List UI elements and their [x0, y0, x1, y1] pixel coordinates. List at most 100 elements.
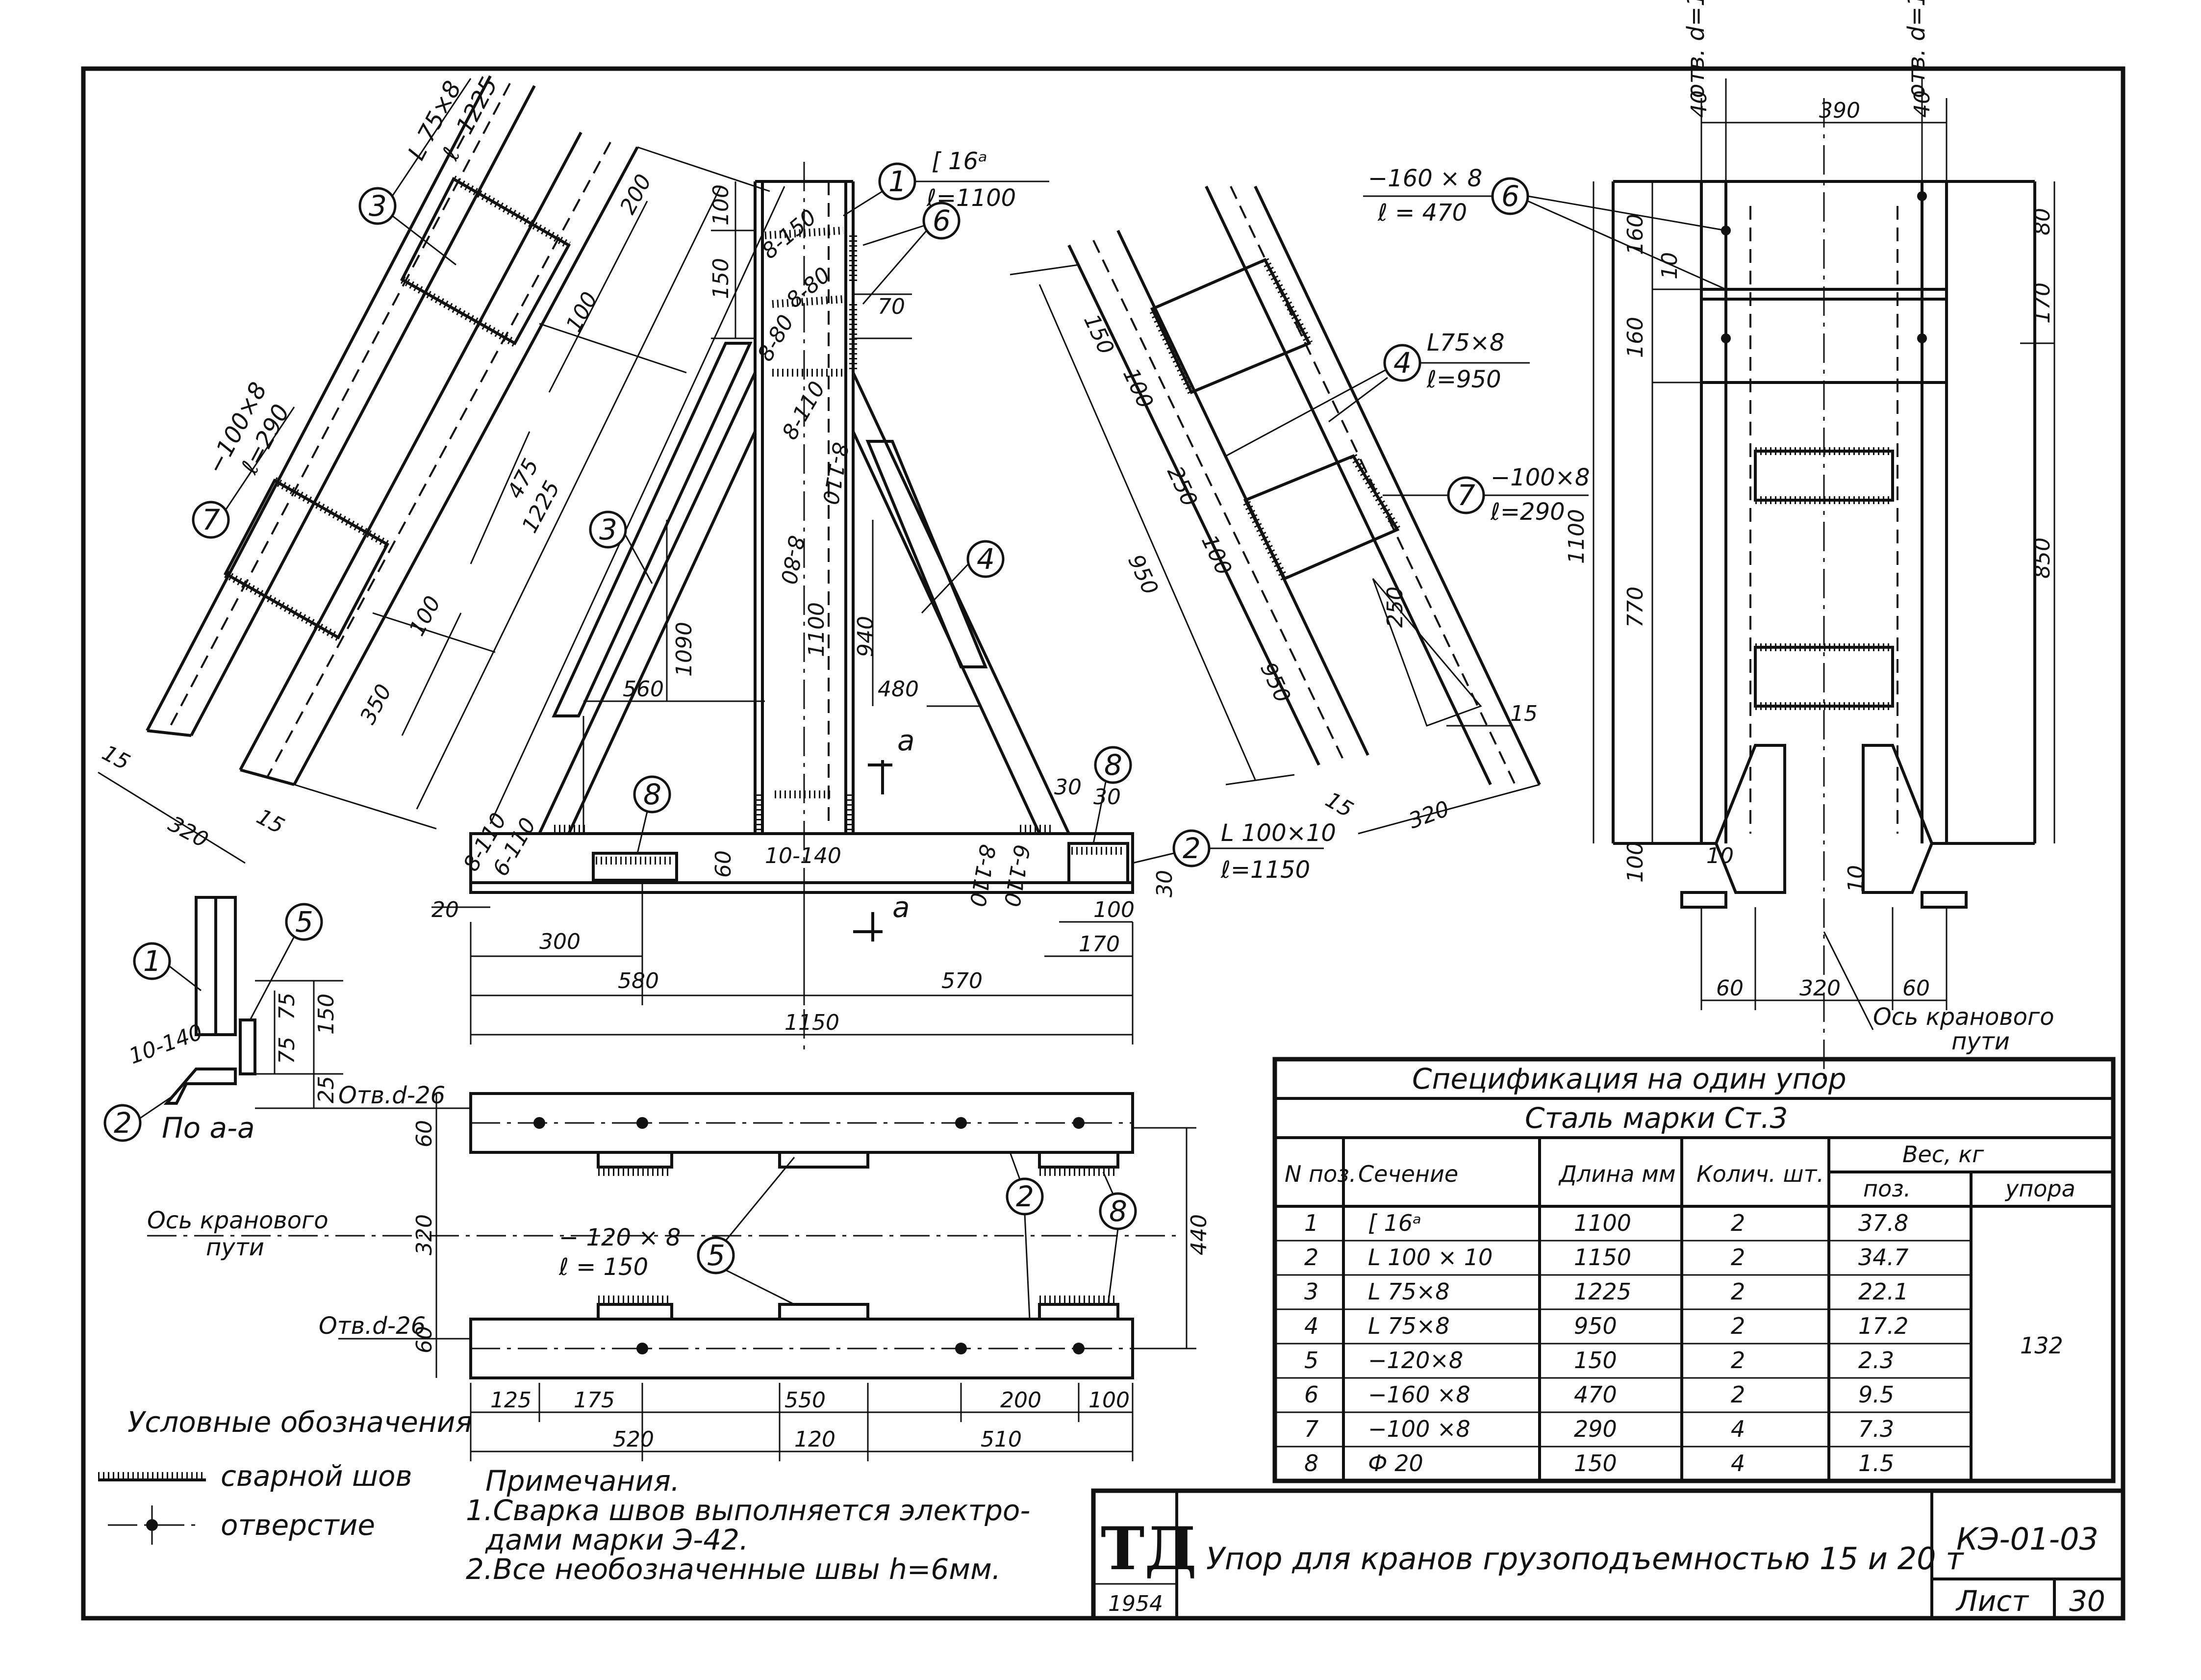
- weld-6-110b: 6-110: [999, 842, 1034, 909]
- weld-8-80a: 8-80: [782, 262, 835, 313]
- spec-row: 1 [ 16ᵃ 1100 2 37.8: [1304, 1210, 1908, 1236]
- p6-len: ℓ = 470: [1377, 199, 1467, 227]
- dim-250-r: 250: [1162, 462, 1202, 510]
- p4-len: ℓ=950: [1426, 366, 1501, 393]
- dim-770: 770: [1623, 586, 1648, 628]
- spec-cell-n: 1: [1304, 1210, 1318, 1236]
- hole-label-1: отв. d=17: [1682, 0, 1710, 98]
- p7b-len: ℓ=290: [1490, 498, 1565, 526]
- section-mark-bottom: а: [892, 891, 910, 924]
- spec-table: Спецификация на один упор Сталь марки Ст…: [1272, 1057, 2116, 1483]
- callout-7a: 7: [202, 503, 220, 536]
- title-code: КЭ-01-03: [1956, 1521, 2099, 1557]
- view-main-front: а а 100 150 70 1100 940 1090 560 480 20 …: [431, 148, 1336, 1049]
- dim-10-s2: 10: [1706, 843, 1734, 868]
- weld-8-110a: 8-110: [777, 377, 830, 444]
- spec-cell-sec: L 75×8: [1368, 1313, 1450, 1339]
- spec-cell-sec: L 75×8: [1368, 1278, 1450, 1305]
- legend: Условные обозначения сварной шов отверст…: [98, 1405, 472, 1545]
- spec-cell-w: 7.3: [1858, 1416, 1894, 1442]
- dim-580: 580: [618, 968, 659, 993]
- dim-320-r: 320: [1405, 796, 1452, 834]
- spec-row: 8 Ф 20 150 4 1.5: [1304, 1450, 1894, 1476]
- dim-100-col: 100: [708, 184, 734, 226]
- callout-8a: 8: [643, 778, 661, 811]
- callout-2-plan: 2: [1016, 1180, 1034, 1213]
- dim-250-r2: 250: [1383, 586, 1408, 628]
- callout-3a: 3: [369, 189, 387, 223]
- spec-cell-w: 22.1: [1858, 1278, 1908, 1305]
- spec-cell-qty: 4: [1731, 1416, 1745, 1442]
- dim-25-aa: 25: [314, 1076, 339, 1103]
- p2-label: L 100×10: [1221, 819, 1336, 847]
- spec-cell-n: 2: [1304, 1244, 1318, 1271]
- note-2: 2.Все необозначенные швы h=6мм.: [466, 1553, 1001, 1586]
- spec-h-weight: Вес, кг: [1902, 1141, 1984, 1168]
- dim-350: 350: [355, 680, 397, 728]
- spec-cell-qty: 2: [1731, 1244, 1745, 1271]
- spec-cell-n: 4: [1304, 1313, 1318, 1339]
- view-right-brace: 150 100 250 100 950 950 250 15 15 320 4 …: [1010, 185, 1590, 835]
- p7b-label: −100×8: [1491, 464, 1590, 491]
- dim-125: 125: [490, 1388, 531, 1413]
- title-logo: ТД: [1101, 1514, 1197, 1583]
- dim-120: 120: [794, 1427, 835, 1452]
- p4-label: L75×8: [1427, 329, 1505, 356]
- dim-320-p: 320: [412, 1214, 437, 1255]
- spec-h-pos: N поз.: [1285, 1161, 1356, 1187]
- dim-150-r: 150: [1079, 310, 1119, 358]
- title-year: 1954: [1108, 1591, 1163, 1616]
- dim-100-r1: 100: [1118, 364, 1158, 412]
- callout-2-aa: 2: [114, 1106, 132, 1140]
- dim-170-s: 170: [2030, 282, 2055, 324]
- dim-60-s1: 60: [1716, 976, 1744, 1001]
- spec-row: 3 L 75×8 1225 2 22.1: [1304, 1278, 1908, 1305]
- legend-hole: отверстие: [221, 1508, 375, 1542]
- dim-75-aa2: 75: [275, 1037, 300, 1064]
- view-side: 40 390 40 отв. d=17 отв. d=17 160 10 160…: [1363, 0, 2055, 1079]
- spec-row: 2 L 100 × 10 1150 2 34.7: [1304, 1244, 1908, 1271]
- spec-cell-n: 5: [1304, 1347, 1318, 1374]
- spec-total: 132: [2020, 1332, 2063, 1359]
- spec-cell-qty: 2: [1731, 1381, 1745, 1408]
- axis-label-side-1: Ось кранового: [1873, 1003, 2054, 1031]
- hole-label-2: отв. d=17: [1903, 0, 1930, 98]
- axis-label-plan-1: Ось кранового: [147, 1207, 329, 1234]
- callout-1-aa: 1: [143, 944, 161, 978]
- dim-200-p: 200: [1000, 1388, 1041, 1413]
- spec-cell-len: 150: [1574, 1347, 1617, 1374]
- spec-cell-n: 8: [1304, 1450, 1318, 1476]
- spec-cell-sec: −160 ×8: [1368, 1381, 1470, 1408]
- p1-label: [ 16ᵃ: [932, 148, 987, 175]
- callout-4b: 4: [1393, 346, 1412, 380]
- axis-label-plan-2: пути: [206, 1234, 264, 1261]
- note-1b: дами марки Э-42.: [485, 1523, 748, 1556]
- p5-label: − 120 × 8: [559, 1224, 681, 1251]
- dim-60-p2: 60: [412, 1326, 437, 1353]
- dim-20: 20: [431, 897, 459, 922]
- callout-4a: 4: [977, 542, 995, 576]
- spec-cell-len: 150: [1574, 1450, 1617, 1476]
- hole-d26-top: Отв.d-26: [338, 1082, 445, 1109]
- dim-175: 175: [574, 1388, 615, 1413]
- dim-940: 940: [853, 616, 878, 657]
- dim-10-s3: 10: [1844, 865, 1869, 892]
- title-block: ТД 1954 Упор для кранов грузоподъемность…: [1091, 1488, 2125, 1621]
- spec-cell-w: 37.8: [1858, 1210, 1908, 1236]
- dim-100-s: 100: [1623, 841, 1648, 883]
- dim-1100-s: 1100: [1564, 509, 1589, 564]
- title-sheet-no: 30: [2069, 1584, 2105, 1618]
- legend-title: Условные обозначения: [127, 1405, 472, 1439]
- spec-row: 6 −160 ×8 470 2 9.5: [1304, 1381, 1894, 1408]
- dim-1100-col: 1100: [804, 602, 829, 657]
- dim-60-p1: 60: [412, 1120, 437, 1147]
- dim-75-aa1: 75: [275, 993, 300, 1020]
- spec-cell-qty: 2: [1731, 1278, 1745, 1305]
- dim-15a: 15: [98, 740, 134, 775]
- dim-100-base: 100: [1093, 897, 1135, 922]
- spec-h-section: Сечение: [1358, 1161, 1458, 1187]
- dim-100-r2: 100: [1196, 531, 1237, 579]
- callout-6b: 6: [1501, 179, 1519, 213]
- p6-label: −160 × 8: [1368, 165, 1482, 192]
